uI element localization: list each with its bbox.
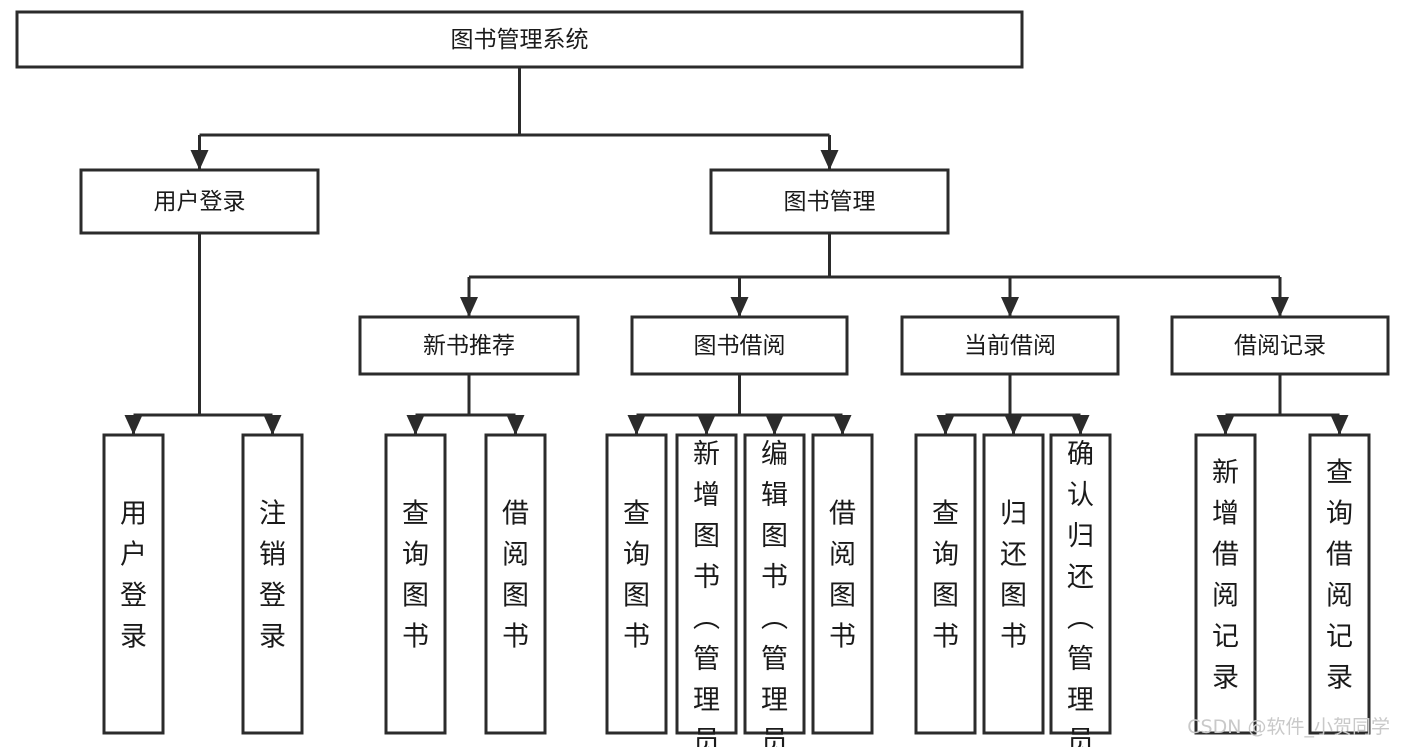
node-book-borrow[interactable]: 图书借阅 — [630, 315, 849, 376]
node-box-leaf-add-borrow-record — [1194, 433, 1257, 735]
node-leaf-edit-book-admin[interactable]: 编辑图书︵管理员︶ — [743, 433, 806, 747]
node-label-leaf-query-book-recommend: 查询图书 — [402, 499, 429, 653]
node-label-leaf-borrow-book-recommend: 借阅图书 — [502, 499, 529, 653]
node-book-manage[interactable]: 图书管理 — [709, 168, 950, 235]
node-new-book-recommend[interactable]: 新书推荐 — [358, 315, 580, 376]
node-box-root — [15, 10, 1024, 69]
edges-from-book-manage — [460, 233, 1289, 317]
arrowhead — [263, 415, 282, 435]
node-leaf-borrow-book[interactable]: 借阅图书 — [811, 433, 874, 735]
node-label-book-borrow: 图书借阅 — [694, 333, 786, 359]
arrowhead — [190, 150, 209, 170]
node-root[interactable]: 图书管理系统 — [15, 10, 1024, 69]
node-leaf-query-borrow-record[interactable]: 查询借阅记录 — [1308, 433, 1371, 735]
node-box-book-manage — [709, 168, 950, 235]
arrowhead — [730, 297, 749, 317]
node-layer: 图书管理系统用户登录图书管理新书推荐图书借阅当前借阅借阅记录用户登录注销登录查询… — [15, 10, 1390, 747]
node-label-leaf-add-book-admin: 新增图书︵管理员︶ — [693, 439, 720, 747]
arrowhead — [820, 150, 839, 170]
node-box-leaf-query-book-current — [914, 433, 977, 735]
node-leaf-add-borrow-record[interactable]: 新增借阅记录 — [1194, 433, 1257, 735]
node-label-leaf-confirm-return-admin: 确认归还︵管理员︶ — [1067, 439, 1094, 747]
node-label-leaf-edit-book-admin: 编辑图书︵管理员︶ — [761, 439, 788, 747]
node-box-leaf-query-borrow-record — [1308, 433, 1371, 735]
node-box-leaf-edit-book-admin — [743, 433, 806, 735]
node-box-user-login — [79, 168, 320, 235]
node-leaf-query-book-borrow[interactable]: 查询图书 — [605, 433, 668, 735]
node-box-new-book-recommend — [358, 315, 580, 376]
arrowhead — [1216, 415, 1235, 435]
arrowhead — [1271, 297, 1289, 317]
node-leaf-user-login[interactable]: 用户登录 — [102, 433, 165, 735]
arrowhead — [627, 415, 646, 435]
node-label-leaf-add-borrow-record: 新增借阅记录 — [1212, 458, 1239, 694]
node-label-leaf-logout-login: 注销登录 — [259, 499, 286, 653]
node-leaf-query-book-recommend[interactable]: 查询图书 — [384, 433, 447, 735]
node-label-leaf-borrow-book: 借阅图书 — [829, 499, 856, 653]
node-leaf-return-book[interactable]: 归还图书 — [982, 433, 1045, 735]
arrowhead — [406, 415, 425, 435]
node-label-leaf-query-borrow-record: 查询借阅记录 — [1326, 458, 1353, 694]
arrowhead — [1330, 415, 1349, 435]
arrowhead — [460, 297, 478, 317]
node-box-leaf-logout-login — [241, 433, 304, 735]
edges-from-user-login — [124, 233, 282, 435]
node-label-current-borrow: 当前借阅 — [964, 333, 1056, 359]
node-leaf-borrow-book-recommend[interactable]: 借阅图书 — [484, 433, 547, 735]
node-current-borrow[interactable]: 当前借阅 — [900, 315, 1120, 376]
node-label-leaf-query-book-borrow: 查询图书 — [623, 499, 650, 653]
node-box-current-borrow — [900, 315, 1120, 376]
node-box-leaf-query-book-recommend — [384, 433, 447, 735]
node-box-leaf-confirm-return-admin — [1049, 433, 1112, 735]
node-label-borrow-record: 借阅记录 — [1234, 333, 1326, 359]
arrowhead — [833, 415, 852, 435]
node-leaf-query-book-current[interactable]: 查询图书 — [914, 433, 977, 735]
node-leaf-confirm-return-admin[interactable]: 确认归还︵管理员︶ — [1049, 433, 1112, 747]
node-borrow-record[interactable]: 借阅记录 — [1170, 315, 1390, 376]
node-box-leaf-return-book — [982, 433, 1045, 735]
node-label-leaf-query-book-current: 查询图书 — [932, 499, 959, 653]
arrowhead — [506, 415, 525, 435]
arrowhead — [1071, 415, 1090, 435]
node-box-leaf-borrow-book-recommend — [484, 433, 547, 735]
edges-from-borrow-record — [1216, 374, 1349, 435]
edges-from-current-borrow — [936, 374, 1090, 435]
edges-from-book-borrow — [627, 374, 852, 435]
node-label-new-book-recommend: 新书推荐 — [423, 333, 515, 359]
node-box-borrow-record — [1170, 315, 1390, 376]
arrowhead — [697, 415, 716, 435]
node-box-leaf-user-login — [102, 433, 165, 735]
node-label-root: 图书管理系统 — [451, 27, 589, 53]
node-box-leaf-borrow-book — [811, 433, 874, 735]
node-box-leaf-query-book-borrow — [605, 433, 668, 735]
node-user-login[interactable]: 用户登录 — [79, 168, 320, 235]
node-leaf-logout-login[interactable]: 注销登录 — [241, 433, 304, 735]
node-box-book-borrow — [630, 315, 849, 376]
arrowhead — [1004, 415, 1023, 435]
arrowhead — [936, 415, 955, 435]
arrowhead — [765, 415, 784, 435]
arrowhead — [124, 415, 143, 435]
arrowhead — [1001, 297, 1019, 317]
node-label-book-manage: 图书管理 — [784, 189, 876, 215]
edges-from-root — [190, 67, 839, 170]
node-label-leaf-user-login: 用户登录 — [120, 499, 147, 653]
csdn-watermark: CSDN @软件_小贺同学 — [1187, 716, 1390, 738]
node-box-leaf-add-book-admin — [675, 433, 738, 735]
node-label-user-login: 用户登录 — [154, 189, 246, 215]
node-label-leaf-return-book: 归还图书 — [1000, 499, 1027, 653]
connector-layer — [124, 67, 1349, 435]
node-leaf-add-book-admin[interactable]: 新增图书︵管理员︶ — [675, 433, 738, 747]
edges-from-new-book-recommend — [406, 374, 525, 435]
